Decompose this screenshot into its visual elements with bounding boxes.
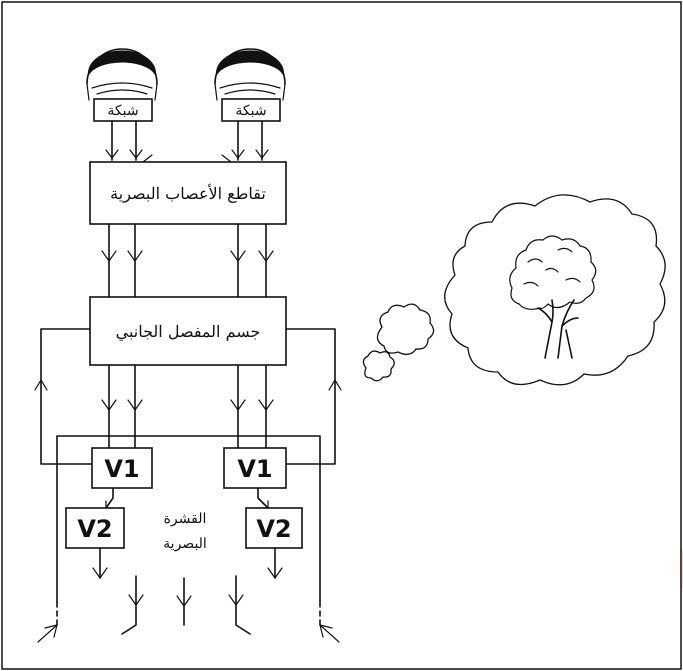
small-thought-bubble: [362, 350, 395, 382]
right-v1-box: [223, 447, 287, 489]
thought-cloud-icon: [444, 194, 666, 386]
left-retina-label: شبكة: [107, 103, 138, 119]
right-eye-icon: [214, 48, 286, 101]
lgn-to-v1-fibers: [101, 364, 274, 449]
right-retina-box: [221, 98, 281, 122]
left-eye-icon: [86, 48, 158, 101]
right-v2-label: V2: [256, 515, 291, 543]
right-v2-box: [245, 507, 303, 549]
chiasm-to-lgn-fibers: [101, 223, 274, 298]
right-retina-label: شبكة: [235, 103, 266, 119]
optic-chiasm-label: تقاطع الأعصاب البصرية: [110, 184, 266, 203]
visual-cortex-label-line1: القشرة: [164, 511, 207, 527]
right-v1-label: V1: [237, 455, 272, 483]
left-v1-box: [91, 447, 153, 489]
left-v2-label: V2: [77, 515, 112, 543]
retina-to-chiasm-fibers: [105, 120, 269, 163]
left-retina-box: [93, 98, 153, 122]
feedback-loops: [34, 328, 342, 603]
medium-thought-bubble: [376, 303, 435, 356]
left-v2-box: [65, 507, 125, 549]
left-v1-label: V1: [104, 455, 139, 483]
tree-icon: [509, 235, 597, 359]
visual-cortex-label-line2: البصرية: [163, 536, 207, 552]
downstream-outputs: [37, 547, 340, 643]
optic-chiasm-box: [89, 161, 287, 225]
lateral-geniculate-box: [89, 296, 287, 366]
lateral-geniculate-label: جسم المفصل الجانبي: [116, 322, 261, 341]
